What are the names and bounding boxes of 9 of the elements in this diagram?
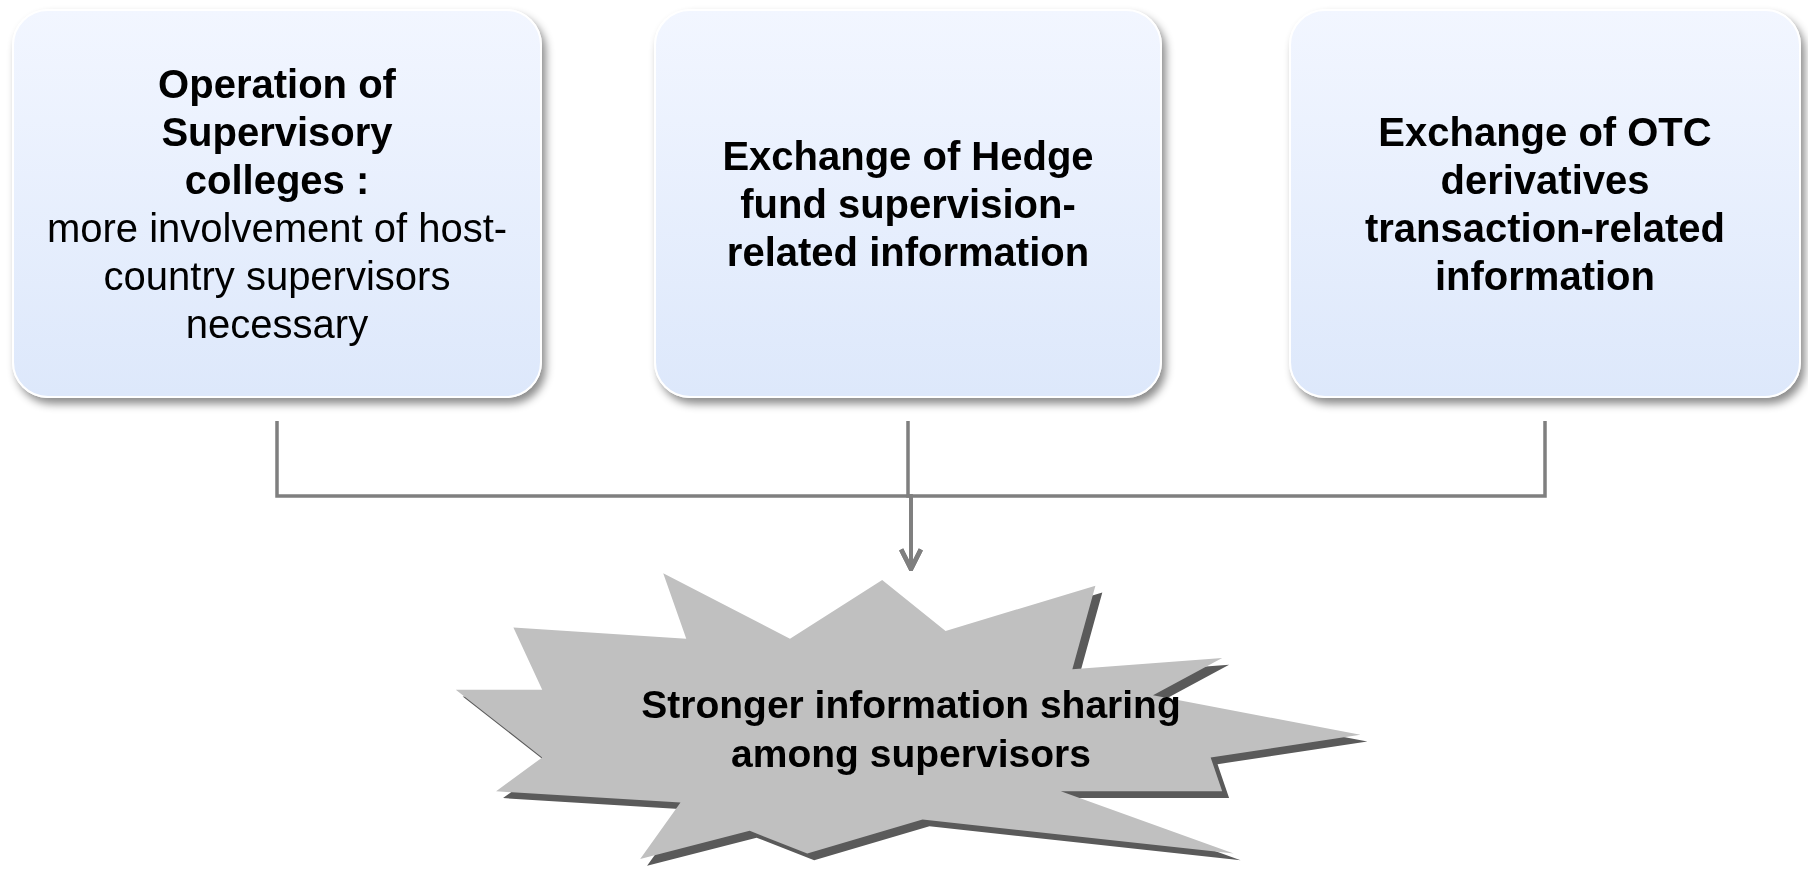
box-body: more involvement of host-country supervisors necessary bbox=[45, 204, 509, 348]
burst-text: Stronger information sharing among supervisors bbox=[640, 682, 1182, 777]
box-heading: Exchange of OTC derivatives transaction-related information bbox=[1363, 108, 1727, 300]
process-box bbox=[12, 9, 542, 398]
box-heading: Exchange of Hedge fund supervision-related information bbox=[721, 132, 1095, 276]
process-box bbox=[1289, 9, 1801, 398]
connector-arrow bbox=[899, 421, 1547, 572]
process-box bbox=[654, 9, 1162, 398]
box-heading: Operation of Supervisory colleges : bbox=[157, 60, 397, 204]
